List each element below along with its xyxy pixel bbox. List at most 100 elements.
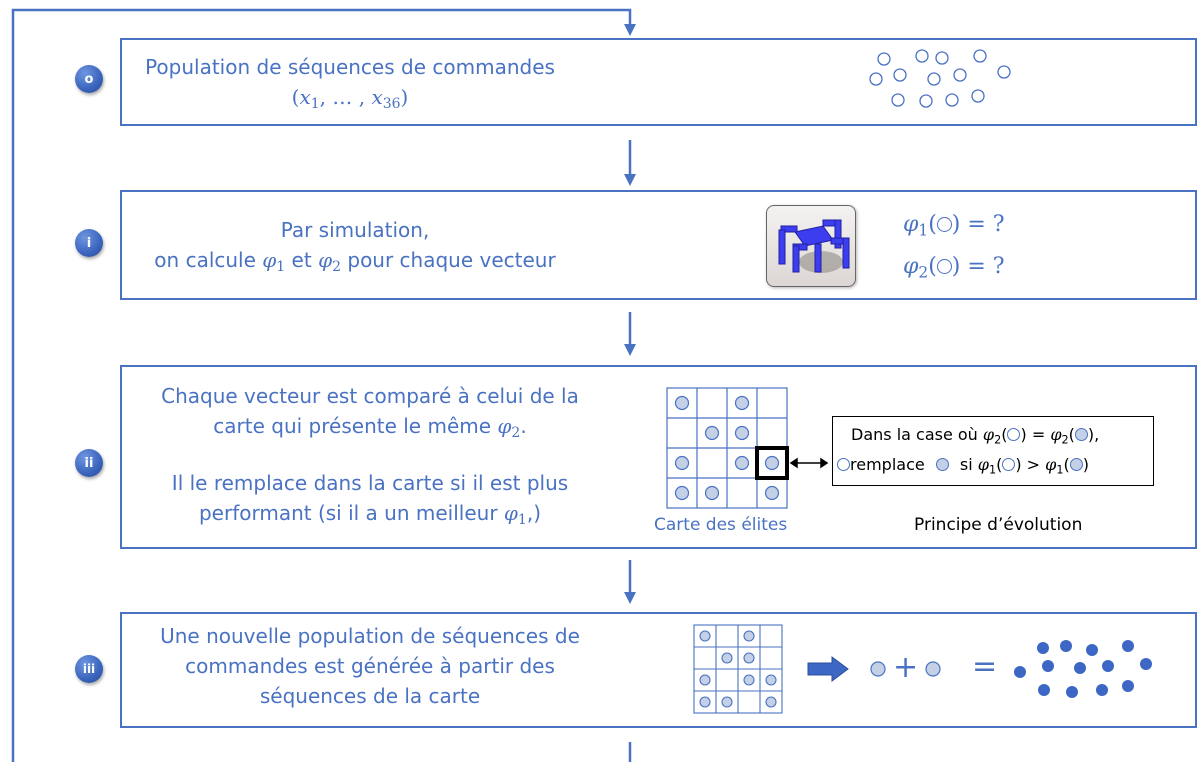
population-circle	[919, 94, 933, 108]
new-population-dot	[1086, 644, 1098, 656]
equals-sign: =	[972, 649, 998, 684]
elite-cell-dot	[674, 455, 690, 471]
sub-1: 1	[276, 259, 286, 276]
text-part: pour chaque vecteur	[341, 248, 556, 272]
phi-symbol: φ	[1050, 425, 1062, 444]
elite-cell-dot	[699, 674, 711, 686]
phi-symbol: φ	[903, 212, 919, 237]
sub-2: 2	[994, 433, 1002, 447]
step-i-text: Par simulation, on calcule φ1 et φ2 pour…	[130, 215, 580, 282]
population-circle	[915, 49, 929, 63]
elite-cell-dot	[764, 485, 780, 501]
step-o-text: Population de séquences de commandes (x1…	[130, 52, 570, 119]
new-population-dot	[1060, 640, 1072, 652]
sub-1: 1	[918, 221, 929, 240]
text-part: ,	[1094, 425, 1100, 444]
step-ii-text: Chaque vecteur est comparé à celui de la…	[130, 381, 610, 535]
new-population-dots	[1014, 640, 1152, 698]
elite-cell-dot	[765, 674, 777, 686]
new-population-dot	[1122, 640, 1134, 652]
step-ii-para1-line2: carte qui présente le même φ2.	[130, 411, 610, 448]
text-part: et	[285, 248, 319, 272]
step-iii-line2: commandes est générée à partir des	[185, 654, 555, 678]
step-i-badge: i	[75, 229, 103, 257]
sub-1: 1	[310, 96, 320, 113]
paren-close: )	[400, 85, 409, 109]
population-circle	[927, 72, 941, 86]
population-circles	[869, 49, 1011, 108]
parent-dot-right	[925, 661, 941, 677]
step-o-badge: o	[75, 65, 103, 93]
text-part: carte qui présente le même	[213, 414, 498, 438]
var-x: x	[299, 85, 311, 109]
step-o-box	[120, 38, 1197, 126]
new-population-dot	[1037, 642, 1049, 654]
text-part: =	[1026, 425, 1051, 444]
sub-1: 1	[988, 463, 997, 477]
new-population-dot	[1140, 658, 1152, 670]
phi-symbol: φ	[982, 425, 995, 444]
elite-cell-dot	[704, 425, 720, 441]
elite-cell-dot	[699, 696, 711, 708]
step-ii-box	[120, 365, 1197, 549]
population-circle	[973, 49, 987, 63]
replacement-rule-box: Dans la case où φ2() = φ2(), remplace si…	[832, 416, 1154, 486]
step-i-box	[120, 190, 1197, 300]
new-population-dot	[1014, 666, 1026, 678]
rule-line2: remplace si φ1() > φ1()	[837, 455, 1089, 476]
paren-open: (	[291, 85, 300, 109]
principle-label: Principe d’évolution	[914, 515, 1083, 535]
equation-rest: = ?	[960, 254, 1005, 279]
elite-map-grid	[666, 387, 829, 509]
elite-cell-dot	[699, 630, 711, 642]
new-population-dot	[1096, 684, 1108, 696]
elite-cell-dot	[721, 652, 733, 664]
generation-arrow-icon	[807, 656, 849, 682]
sub-1: 1	[1056, 463, 1064, 477]
elite-cell-dot	[734, 455, 750, 471]
phi1-equation: φ1() = ?	[903, 212, 1005, 240]
sub-2: 2	[1061, 433, 1069, 447]
elite-individual-icon	[1069, 458, 1083, 471]
sub-1: 1	[517, 512, 527, 529]
step-ii-para2-line2: performant (si il a un meilleur φ1,)	[130, 498, 610, 535]
step-iii-text: Une nouvelle population de séquences de …	[130, 621, 610, 711]
highlighted-cell	[755, 446, 789, 480]
population-circle	[891, 93, 905, 107]
step-o-vector: (x1, … , x36)	[130, 82, 570, 119]
population-circle	[953, 68, 967, 82]
text-part: on calcule	[154, 248, 263, 272]
elite-cell-dot	[743, 674, 755, 686]
elite-cell-dot	[743, 652, 755, 664]
population-circle	[997, 65, 1011, 79]
individual-circle-icon	[936, 217, 952, 232]
text-part: >	[1021, 455, 1046, 474]
robot-icon	[778, 219, 850, 273]
population-circle	[935, 51, 949, 65]
phi-symbol: φ	[318, 248, 333, 272]
sub-36: 36	[382, 96, 401, 113]
phi-symbol: φ	[1045, 455, 1057, 474]
elite-cell-dot	[674, 485, 690, 501]
text-part: performant (si il a un meilleur	[198, 501, 504, 526]
phi-symbol: φ	[497, 414, 512, 438]
elite-cell-dot	[674, 395, 690, 411]
step-iii-badge: iii	[75, 655, 103, 683]
new-population-dot	[1102, 660, 1114, 672]
step-ii-para1-line1: Chaque vecteur est comparé à celui de la	[161, 384, 579, 408]
step-ii-badge: ii	[75, 449, 103, 477]
phi-symbol: φ	[503, 501, 518, 526]
crossover-plus: +	[893, 650, 919, 685]
population-circle	[869, 72, 883, 86]
elite-cell-dot	[721, 696, 733, 708]
text-part: .	[520, 414, 527, 438]
new-population-dot	[1038, 684, 1050, 696]
elite-cell-dot	[765, 696, 777, 708]
new-individual-icon	[1007, 428, 1021, 441]
rule-line1: Dans la case où φ2() = φ2(),	[851, 425, 1100, 447]
step-o-line1: Population de séquences de commandes	[145, 55, 555, 79]
phi-symbol: φ	[903, 254, 919, 279]
elite-cell-dot	[704, 485, 720, 501]
step-ii-para2-line1: Il le remplace dans la carte si il est p…	[171, 471, 569, 496]
